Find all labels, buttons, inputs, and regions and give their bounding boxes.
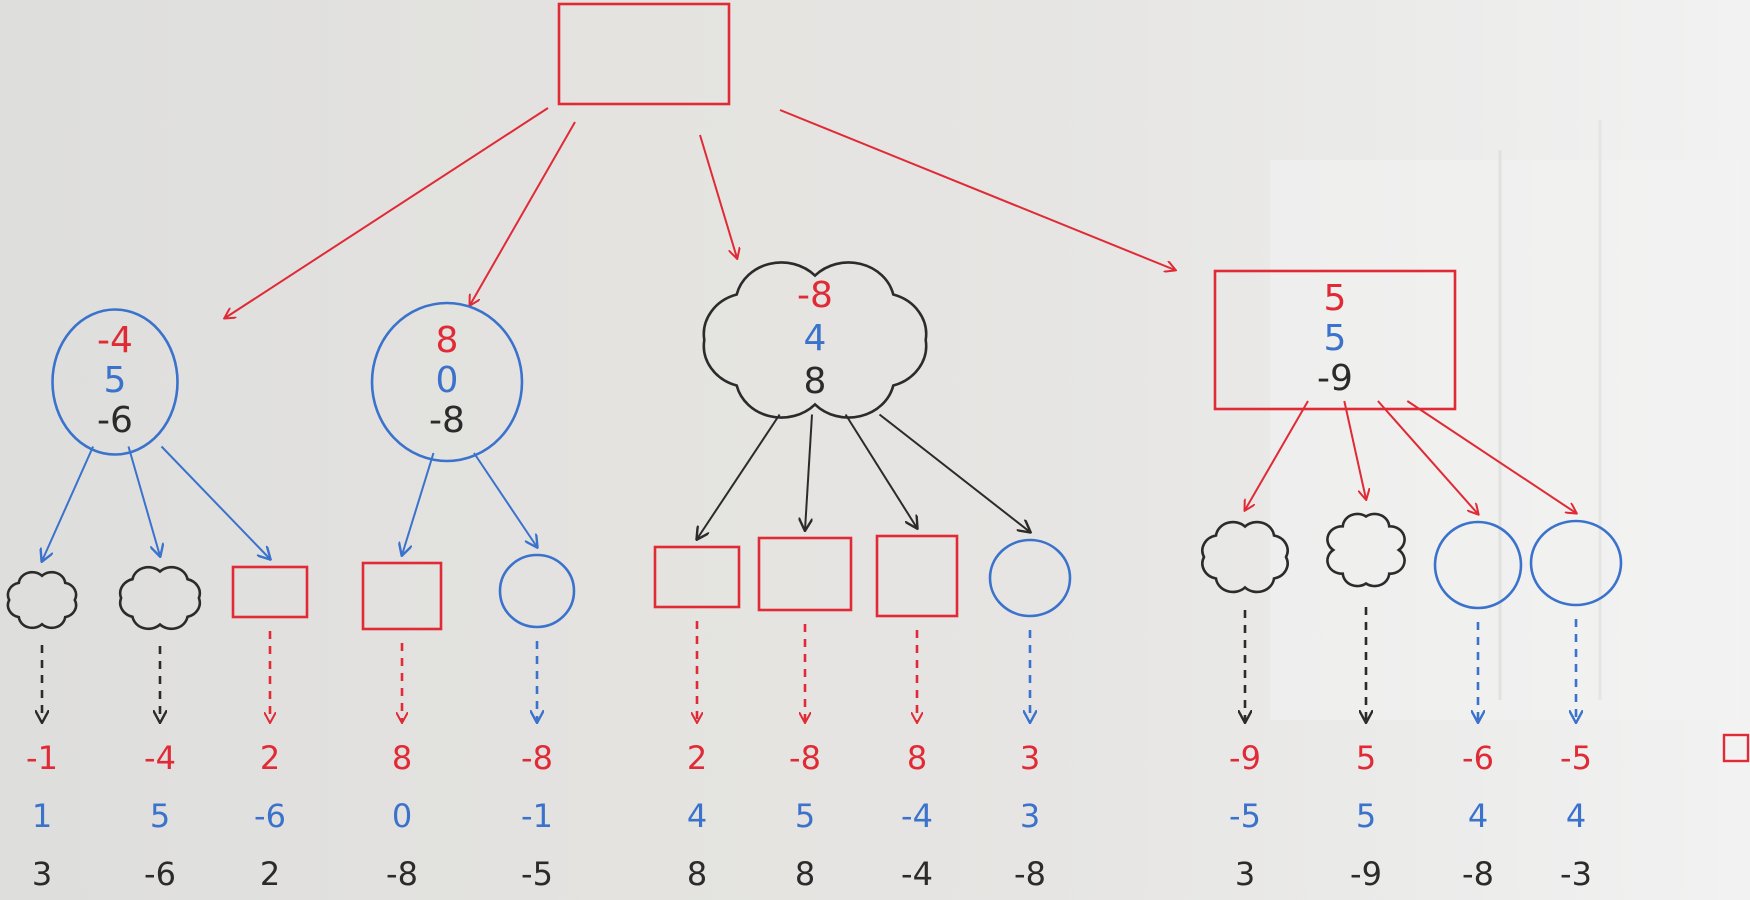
tree-edges [42, 107, 1576, 722]
leaf-5-value-1: -8 [521, 739, 553, 777]
leaf-6-value-2: 4 [687, 797, 707, 835]
leaf-13-value-2: 4 [1566, 797, 1586, 835]
leaf-13-value-3: -3 [1560, 855, 1592, 893]
leaf-10-value-2: -5 [1229, 797, 1261, 835]
leaf-4-value-1: 8 [392, 739, 412, 777]
leaf-10-value-3: 3 [1235, 855, 1255, 893]
leaf-node-3 [231, 565, 309, 619]
leaf-node-9 [988, 538, 1072, 618]
middle-node-2 [370, 301, 524, 463]
middle-1-edge-leaf-2 [127, 446, 161, 557]
middle-node-2-value-1: 8 [436, 320, 459, 361]
leaf-8-value-1: 8 [907, 739, 927, 777]
leaf-6-value-1: 2 [687, 739, 707, 777]
partial-node-edge [1722, 733, 1750, 763]
middle-node-1-value-3: -6 [97, 400, 133, 441]
middle-node-3 [702, 261, 928, 419]
leaf-node-13 [1529, 519, 1623, 607]
leaf-10-value-1: -9 [1229, 739, 1261, 777]
tree-nodes [6, 2, 1750, 763]
leaf-2-value-1: -4 [144, 739, 176, 777]
leaf-9-value-3: -8 [1014, 855, 1046, 893]
leaf-node-11 [1326, 512, 1406, 588]
root-edge-1 [225, 107, 549, 318]
leaf-4-value-2: 0 [392, 797, 412, 835]
leaf-7-value-2: 5 [795, 797, 815, 835]
middle-1-edge-leaf-1 [42, 446, 95, 562]
value-labels: -45-680-8-84855-9-113-45-62-6280-8-8-1-5… [26, 275, 1592, 893]
leaf-11-value-1: 5 [1356, 739, 1376, 777]
middle-node-4 [1213, 269, 1457, 411]
middle-2-edge-leaf-4 [402, 452, 435, 555]
leaf-8-value-3: -4 [901, 855, 933, 893]
middle-node-1-value-2: 5 [104, 360, 127, 401]
leaf-1-value-1: -1 [26, 739, 58, 777]
leaf-13-value-1: -5 [1560, 739, 1592, 777]
middle-3-edge-leaf-7 [805, 414, 813, 531]
leaf-11-value-3: -9 [1350, 855, 1382, 893]
middle-3-edge-leaf-9 [878, 413, 1031, 533]
middle-3-edge-leaf-8 [844, 413, 917, 529]
leaf-9-value-2: 3 [1020, 797, 1040, 835]
leaf-4-value-3: -8 [386, 855, 418, 893]
root-edge-4 [779, 109, 1175, 270]
middle-node-3-value-2: 4 [804, 318, 827, 359]
root-edge-3 [699, 134, 737, 258]
middle-node-1 [51, 308, 179, 456]
middle-4-edge-leaf-10 [1245, 400, 1309, 510]
middle-2-edge-leaf-5 [473, 452, 537, 547]
middle-node-4-value-3: -9 [1317, 358, 1353, 399]
leaf-node-4 [361, 561, 443, 631]
leaf-12-value-1: -6 [1462, 739, 1494, 777]
leaf-node-1 [6, 570, 78, 630]
leaf-node-2 [118, 565, 202, 631]
leaf-3-value-1: 2 [260, 739, 280, 777]
leaf-node-8 [875, 534, 959, 618]
middle-node-1-value-1: -4 [97, 320, 133, 361]
leaf-node-5 [498, 553, 576, 629]
middle-node-3-value-1: -8 [797, 275, 833, 316]
leaf-5-value-3: -5 [521, 855, 553, 893]
leaf-3-value-2: -6 [254, 797, 286, 835]
leaf-3-value-3: 2 [260, 855, 280, 893]
leaf-7-value-1: -8 [789, 739, 821, 777]
leaf-12-value-2: 4 [1468, 797, 1488, 835]
middle-4-edge-leaf-11 [1343, 400, 1366, 499]
leaf-node-6 [653, 545, 741, 609]
middle-1-edge-leaf-3 [160, 445, 271, 560]
middle-node-4-value-2: 5 [1324, 318, 1347, 359]
root-node [557, 2, 731, 106]
leaf-1-value-3: 3 [32, 855, 52, 893]
leaf-12-value-3: -8 [1462, 855, 1494, 893]
middle-4-edge-leaf-13 [1406, 400, 1576, 513]
leaf-7-value-3: 8 [795, 855, 815, 893]
leaf-1-value-2: 1 [32, 797, 52, 835]
middle-node-3-value-3: 8 [804, 361, 827, 402]
root-edge-2 [470, 121, 576, 305]
middle-4-edge-leaf-12 [1377, 400, 1478, 514]
middle-node-4-value-1: 5 [1324, 278, 1347, 319]
leaf-5-value-2: -1 [521, 797, 553, 835]
leaf-2-value-3: -6 [144, 855, 176, 893]
leaf-2-value-2: 5 [150, 797, 170, 835]
middle-node-2-value-2: 0 [436, 360, 459, 401]
leaf-8-value-2: -4 [901, 797, 933, 835]
middle-node-2-value-3: -8 [429, 400, 465, 441]
leaf-11-value-2: 5 [1356, 797, 1376, 835]
window-reflection [1270, 120, 1740, 720]
leaf-node-12 [1433, 520, 1523, 610]
leaf-6-value-3: 8 [687, 855, 707, 893]
leaf-9-value-1: 3 [1020, 739, 1040, 777]
middle-3-edge-leaf-6 [697, 413, 781, 540]
leaf-node-7 [757, 536, 853, 612]
leaf-node-10 [1201, 520, 1289, 594]
